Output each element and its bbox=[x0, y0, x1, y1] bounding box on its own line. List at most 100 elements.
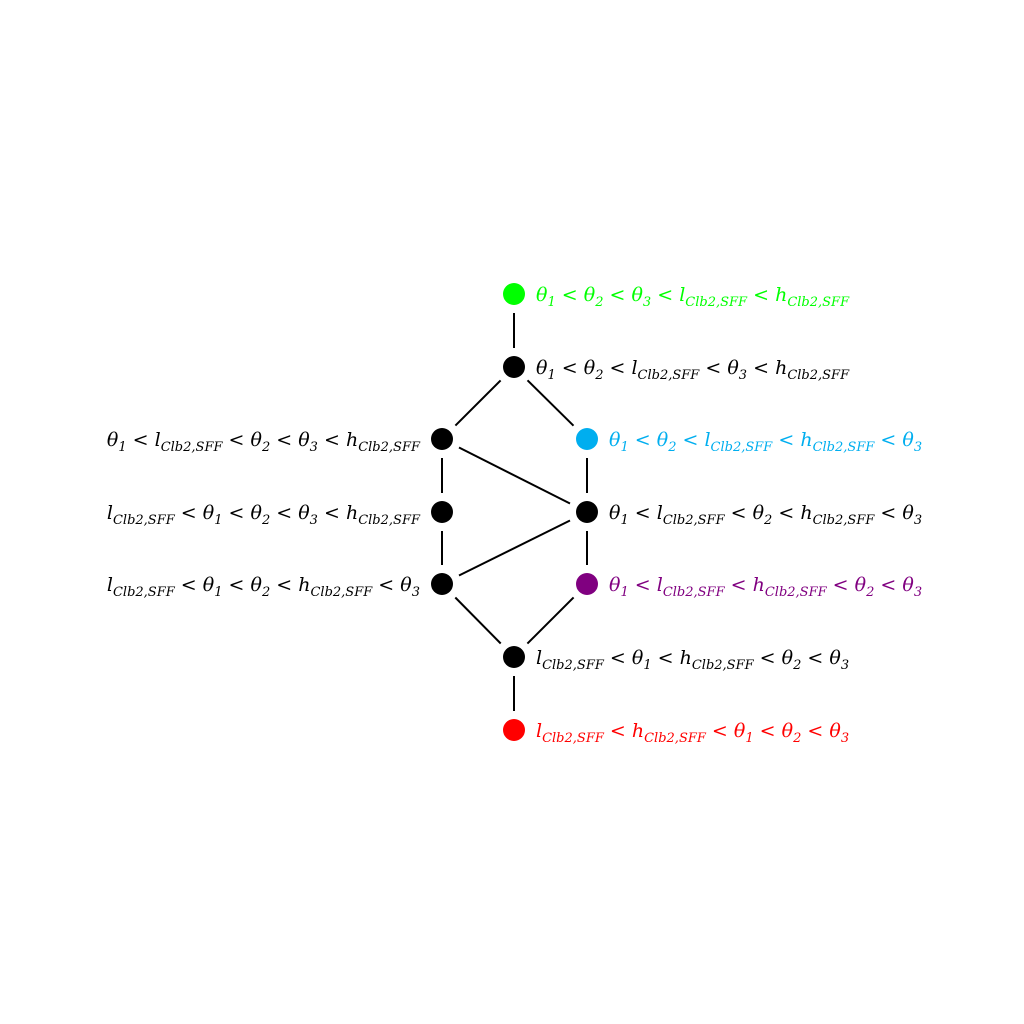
label-symbol: θ bbox=[902, 429, 914, 451]
label-symbol: θ bbox=[203, 574, 215, 596]
label-operator: < bbox=[629, 574, 657, 596]
label-symbol: l bbox=[679, 284, 685, 306]
label-operator: < bbox=[772, 429, 800, 451]
label-symbol: θ bbox=[782, 720, 794, 742]
edge-n2-n4 bbox=[526, 379, 575, 427]
label-subscript: Clb2,SFF bbox=[813, 440, 876, 455]
label-operator: < bbox=[175, 502, 203, 524]
label-operator: < bbox=[604, 647, 632, 669]
label-subscript: Clb2,SFF bbox=[663, 513, 726, 528]
label-symbol: h bbox=[753, 574, 765, 596]
label-symbol: θ bbox=[631, 284, 643, 306]
label-symbol: l bbox=[657, 502, 663, 524]
label-subscript: 2 bbox=[261, 513, 270, 528]
label-operator: < bbox=[222, 429, 250, 451]
label-symbol: h bbox=[775, 357, 787, 379]
label-operator: < bbox=[754, 720, 782, 742]
label-symbol: θ bbox=[107, 429, 119, 451]
label-subscript: 1 bbox=[643, 658, 651, 673]
label-subscript: 1 bbox=[547, 368, 555, 383]
label-operator: < bbox=[725, 502, 753, 524]
node-dot-n2 bbox=[503, 356, 525, 378]
label-subscript: 2 bbox=[792, 731, 801, 746]
edges-layer bbox=[441, 313, 588, 711]
label-operator: < bbox=[827, 574, 855, 596]
label-symbol: θ bbox=[657, 429, 669, 451]
label-operator: < bbox=[651, 284, 679, 306]
label-operator: < bbox=[676, 429, 704, 451]
label-symbol: l bbox=[631, 357, 637, 379]
label-operator: < bbox=[629, 502, 657, 524]
label-symbol: l bbox=[107, 574, 113, 596]
label-subscript: 2 bbox=[594, 295, 603, 310]
label-symbol: θ bbox=[536, 284, 548, 306]
label-subscript: 1 bbox=[214, 513, 222, 528]
label-subscript: Clb2,SFF bbox=[310, 585, 373, 600]
label-subscript: 2 bbox=[667, 440, 676, 455]
label-operator: < bbox=[706, 720, 734, 742]
label-subscript: 1 bbox=[745, 731, 753, 746]
label-operator: < bbox=[874, 502, 902, 524]
label-subscript: 3 bbox=[310, 513, 318, 528]
label-subscript: 3 bbox=[412, 585, 420, 600]
label-symbol: h bbox=[346, 429, 358, 451]
label-operator: < bbox=[652, 647, 680, 669]
label-symbol: θ bbox=[203, 502, 215, 524]
label-symbol: θ bbox=[250, 502, 262, 524]
label-subscript: 1 bbox=[620, 513, 628, 528]
label-operator: < bbox=[175, 574, 203, 596]
label-subscript: Clb2,SFF bbox=[113, 513, 176, 528]
label-subscript: 1 bbox=[547, 295, 555, 310]
edge-n7-n9 bbox=[454, 596, 502, 645]
label-subscript: Clb2,SFF bbox=[765, 585, 828, 600]
label-symbol: θ bbox=[727, 357, 739, 379]
label-operator: < bbox=[372, 574, 400, 596]
label-symbol: θ bbox=[829, 720, 841, 742]
label-subscript: 1 bbox=[620, 585, 628, 600]
node-label-n3: θ1​ < lClb2,SFF​ < θ2​ < θ3​ < hClb2,SFF… bbox=[107, 429, 421, 455]
label-symbol: θ bbox=[902, 502, 914, 524]
label-operator: < bbox=[222, 502, 250, 524]
label-subscript: 3 bbox=[739, 368, 747, 383]
label-symbol: θ bbox=[829, 647, 841, 669]
node-label-n9: lClb2,SFF​ < θ1​ < hClb2,SFF​ < θ2​ < θ3… bbox=[536, 647, 849, 673]
label-symbol: l bbox=[536, 647, 542, 669]
edge-n6-n7 bbox=[458, 519, 571, 577]
node-dot-n1 bbox=[503, 283, 525, 305]
node-label-n6: θ1​ < lClb2,SFF​ < θ2​ < hClb2,SFF​ < θ3… bbox=[609, 502, 922, 528]
label-subscript: Clb2,SFF bbox=[787, 295, 850, 310]
label-subscript: Clb2,SFF bbox=[663, 585, 726, 600]
label-operator: < bbox=[270, 502, 298, 524]
label-subscript: 3 bbox=[914, 585, 922, 600]
label-subscript: 3 bbox=[914, 513, 922, 528]
label-symbol: h bbox=[346, 502, 358, 524]
node-label-n10: lClb2,SFF​ < hClb2,SFF​ < θ1​ < θ2​ < θ3… bbox=[536, 720, 849, 746]
label-symbol: h bbox=[632, 720, 644, 742]
edge-n8-n9 bbox=[526, 596, 575, 645]
label-operator: < bbox=[604, 720, 632, 742]
label-symbol: θ bbox=[734, 720, 746, 742]
label-operator: < bbox=[603, 284, 631, 306]
label-operator: < bbox=[270, 574, 298, 596]
label-subscript: Clb2,SFF bbox=[813, 513, 876, 528]
label-subscript: 1 bbox=[118, 440, 126, 455]
label-symbol: θ bbox=[609, 502, 621, 524]
label-operator: < bbox=[801, 720, 829, 742]
label-subscript: Clb2,SFF bbox=[542, 658, 605, 673]
label-subscript: 3 bbox=[841, 658, 849, 673]
node-dot-n6 bbox=[576, 501, 598, 523]
label-operator: < bbox=[556, 357, 584, 379]
label-symbol: θ bbox=[298, 429, 310, 451]
label-subscript: 3 bbox=[841, 731, 849, 746]
node-dot-n5 bbox=[431, 501, 453, 523]
label-operator: < bbox=[127, 429, 155, 451]
label-symbol: l bbox=[536, 720, 542, 742]
label-symbol: l bbox=[107, 502, 113, 524]
label-subscript: 2 bbox=[763, 513, 772, 528]
label-operator: < bbox=[772, 502, 800, 524]
label-operator: < bbox=[699, 357, 727, 379]
node-label-n5: lClb2,SFF​ < θ1​ < θ2​ < θ3​ < hClb2,SFF… bbox=[107, 502, 421, 528]
label-symbol: θ bbox=[609, 574, 621, 596]
node-label-n2: θ1​ < θ2​ < lClb2,SFF​ < θ3​ < hClb2,SFF… bbox=[536, 357, 850, 383]
label-operator: < bbox=[801, 647, 829, 669]
